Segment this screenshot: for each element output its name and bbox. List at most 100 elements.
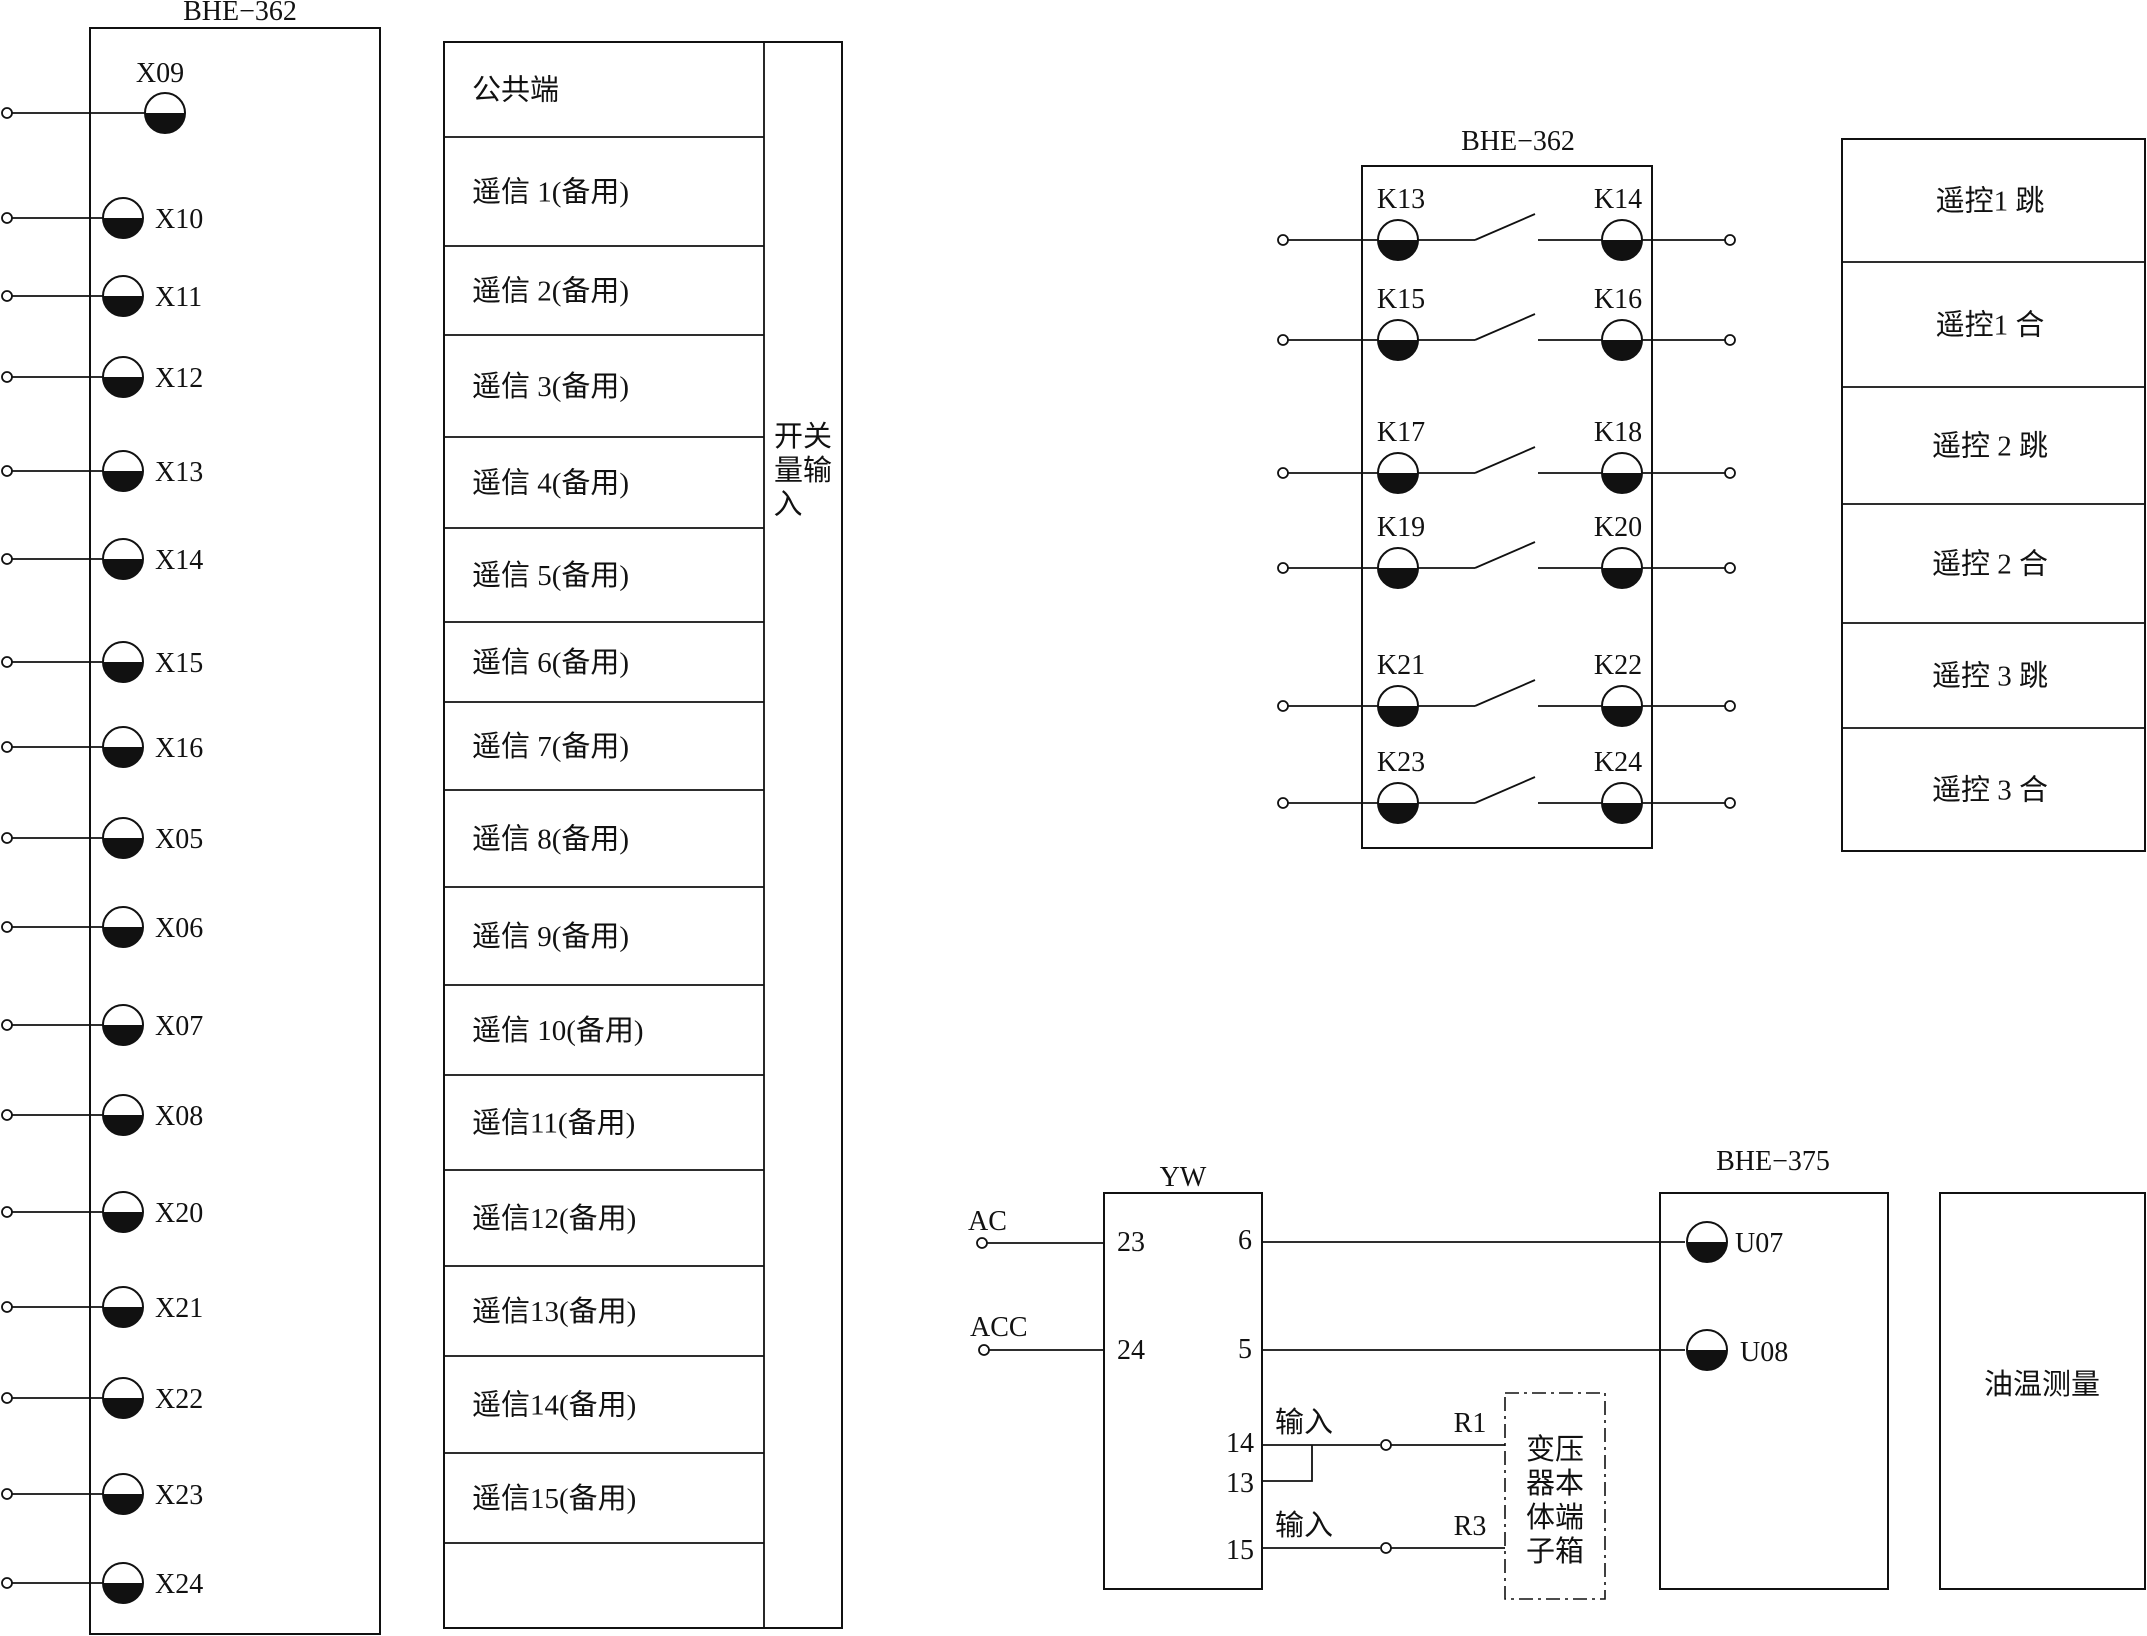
signal-table-row: 公共端 [472,74,559,107]
r3-node [1380,1542,1392,1554]
bhe375-box [1659,1192,1889,1590]
acc-label: ACC [970,1312,1028,1343]
left-terminal-x24 [102,1562,144,1604]
signal-table-row: 遥信 5(备用) [472,559,629,592]
left-terminal-x08 [102,1094,144,1136]
side-label-line-3: 入 [773,489,802,521]
signal-table-row: 遥信11(备用) [472,1107,635,1140]
switch-blade [1474,213,1536,241]
signal-table-row: 遥信12(备用) [472,1202,636,1235]
yw-pin-15: 15 [1226,1535,1254,1566]
side-label-line-1: 开关 [774,420,832,453]
transformer-line-1: 变压 [1526,1433,1584,1466]
remote-control-row: 遥控1 跳 [1936,185,2045,218]
input-label-2: 输入 [1275,1509,1333,1542]
yw-title: YW [1160,1162,1207,1193]
left-wire-node [1,1301,13,1313]
left-terminal-label: X22 [155,1384,203,1415]
yw-pin-23: 23 [1117,1227,1145,1258]
yw-pin-13: 13 [1226,1468,1254,1499]
terminal-k17 [1377,452,1419,494]
oil-temp-label: 油温测量 [1984,1368,2100,1401]
contact-right-label: K22 [1594,650,1642,681]
left-terminal-label: X12 [155,363,203,394]
transformer-line-2: 器本 [1526,1467,1584,1500]
r1-label: R1 [1454,1408,1487,1439]
terminal-k22 [1601,685,1643,727]
left-wire-node [1,1206,13,1218]
transformer-line-4: 子箱 [1526,1535,1584,1568]
bhe375-module: BHE−375 U07 U08 [1659,1146,1889,1590]
r3-label: R3 [1454,1511,1487,1542]
contact-left-label: K23 [1377,747,1425,778]
bhe375-title: BHE−375 [1716,1146,1830,1177]
left-terminal-x21 [102,1286,144,1328]
left-terminal-label: X23 [155,1480,203,1511]
contact-left-label: K21 [1377,650,1425,681]
contact-right-label: K18 [1594,417,1642,448]
contact-row: K21 K22 [1277,650,1736,727]
left-terminal-x09 [144,92,186,134]
input-label-1: 输入 [1275,1406,1333,1439]
left-terminal-x22 [102,1377,144,1419]
yw-pin-6: 6 [1238,1225,1252,1256]
switch-blade [1474,446,1536,474]
left-device-panel: BHE−362 X09X10X11X12X13X14X15X16X05X06X0… [1,0,381,1635]
signal-table-row: 遥信 3(备用) [472,370,629,403]
terminal-k19 [1377,547,1419,589]
transformer-terminal-box: 变压 器本 体端 子箱 [1504,1392,1606,1600]
signal-table-row: 遥信 1(备用) [472,176,629,209]
terminal-k20 [1601,547,1643,589]
remote-control-row: 遥控 3 跳 [1932,660,2048,693]
left-terminal-x16 [102,726,144,768]
left-terminal-label: X15 [155,648,203,679]
switch-blade [1474,313,1536,341]
contact-right-label: K24 [1594,747,1642,778]
left-terminal-x14 [102,538,144,580]
oil-temp-box: 油温测量 [1939,1192,2146,1590]
side-label-line-2: 量输 [774,454,832,487]
r1-node [1380,1439,1392,1451]
terminal-k24 [1601,782,1643,824]
contact-row: K23 K24 [1277,747,1736,824]
terminal-u07 [1686,1221,1728,1263]
terminal-k18 [1601,452,1643,494]
left-wire-node [1,656,13,668]
terminal-k16 [1601,319,1643,361]
signal-table-row: 遥信15(备用) [472,1482,636,1515]
contact-left-label: K15 [1377,284,1425,315]
switch-blade [1474,541,1536,569]
left-wire-node [1,1109,13,1121]
left-terminal-label: X20 [155,1198,203,1229]
contact-left-label: K19 [1377,512,1425,543]
terminal-k13 [1377,219,1419,261]
terminal-u07-label: U07 [1735,1228,1783,1259]
left-terminal-label: X06 [155,913,203,944]
left-terminal-label: X14 [155,545,203,576]
left-device-box [89,27,381,1635]
signal-table-row: 遥信 6(备用) [472,646,629,679]
switch-blade [1474,679,1536,707]
contact-left-label: K13 [1377,184,1425,215]
terminal-u08-label: U08 [1740,1337,1788,1368]
left-wire-node [1,371,13,383]
remote-control-row: 遥控 3 合 [1932,774,2048,807]
left-wire-node [1,1577,13,1589]
left-terminal-label: X16 [155,733,203,764]
ac-node [976,1237,988,1249]
left-wire-node [1,1392,13,1404]
signal-table-row: 遥信 2(备用) [472,275,629,308]
terminal-u08 [1686,1329,1728,1371]
terminal-k14 [1601,219,1643,261]
yw-pin-24: 24 [1117,1335,1145,1366]
left-wire-node [1,741,13,753]
left-terminal-label: X08 [155,1101,203,1132]
signal-table-row: 遥信 7(备用) [472,730,629,763]
transformer-dashed-box [1504,1392,1606,1600]
left-wire-node [1,290,13,302]
